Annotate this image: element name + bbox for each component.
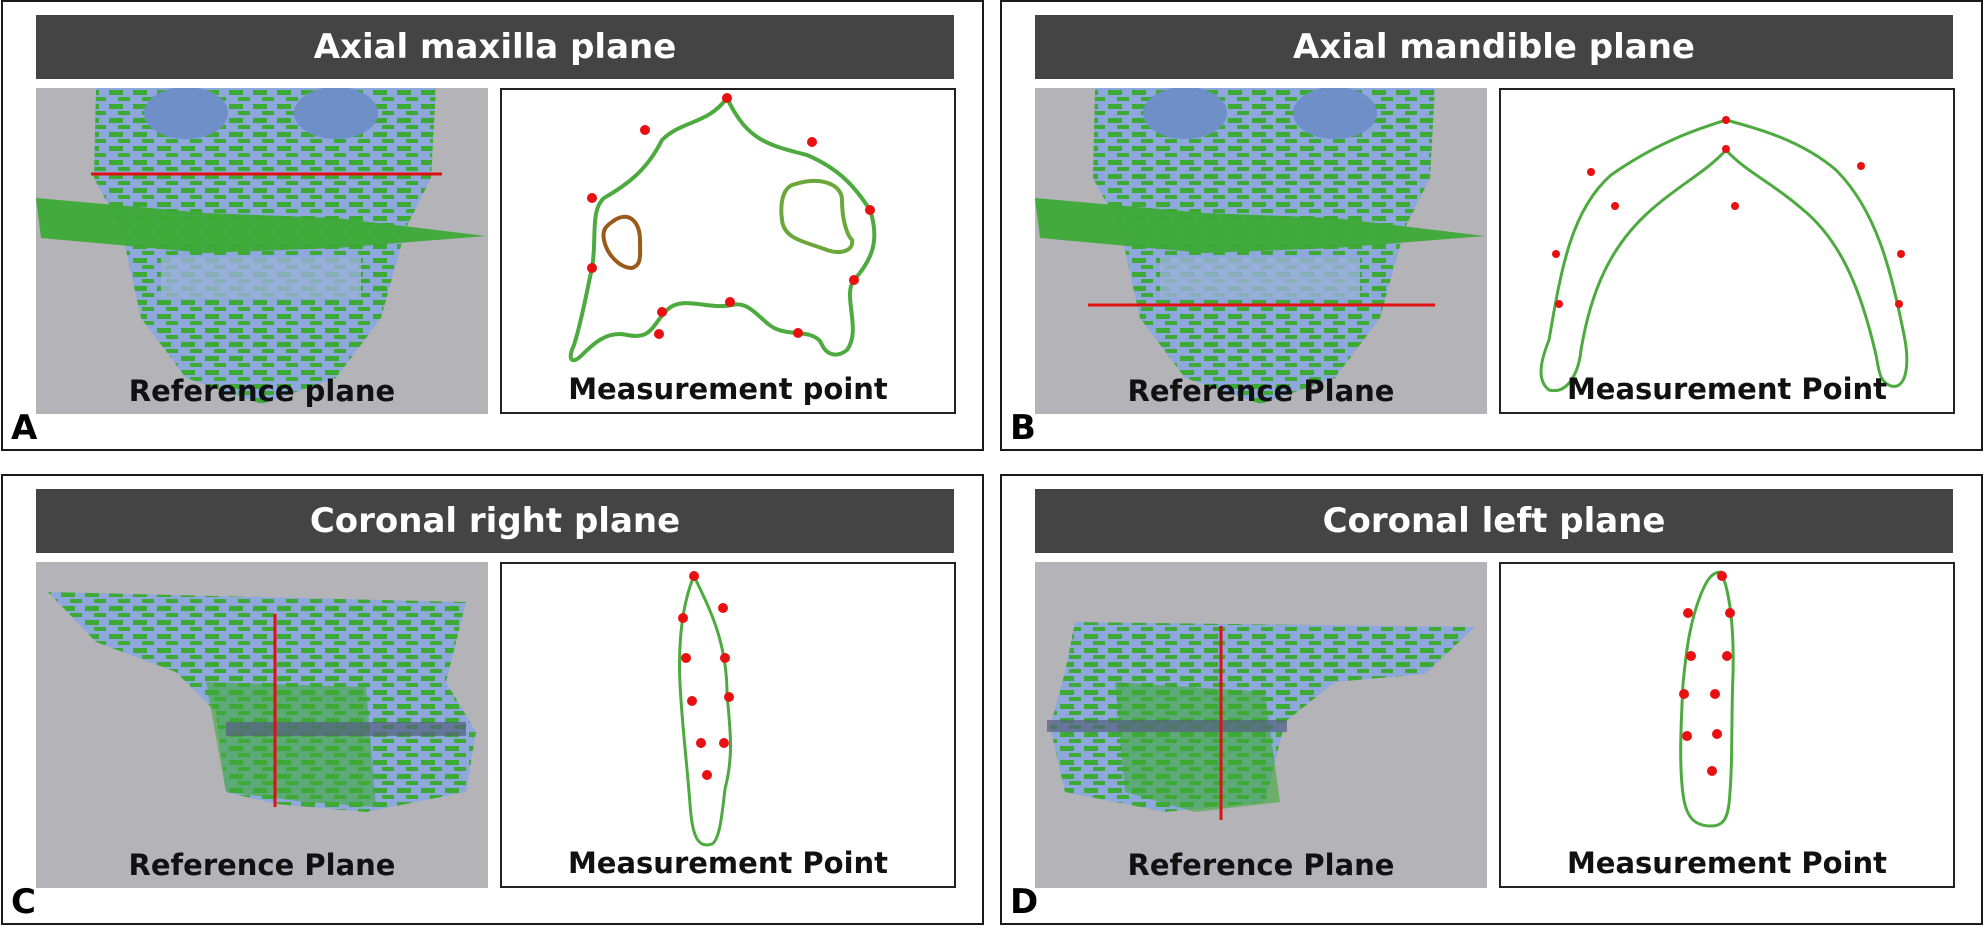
panel-title: Axial mandible plane [1035,15,1953,79]
coronal-left-contour [1679,570,1735,828]
measurement-caption: Measurement Point [1566,846,1888,880]
reference-plane-image: Reference plane [36,88,488,414]
measurement-point-image: Measurement Point [1499,88,1955,414]
maxilla-contour [568,93,877,363]
mandible-contour [1539,116,1909,393]
reference-plane-image: Reference Plane [36,562,488,888]
panel-axial-maxilla: Axial maxilla plane Reference plane [1,0,984,451]
panel-title: Coronal right plane [36,489,954,553]
measurement-caption: Measurement Point [1566,372,1888,406]
panel-axial-mandible: Axial mandible plane Reference Plane [1000,0,1983,451]
reference-caption: Reference Plane [1127,848,1395,882]
panel-letter: A [11,408,38,448]
panel-title: Axial maxilla plane [36,15,954,79]
measurement-point-image: Measurement Point [1499,562,1955,888]
panel-title: Coronal left plane [1035,489,1953,553]
skull-frontal-render [36,88,486,404]
measurement-point-image: Measurement Point [500,562,956,888]
measurement-point-image: Measurement point [500,88,956,414]
panel-letter: C [11,882,36,922]
reference-caption: Reference Plane [128,848,396,882]
reference-caption: Reference Plane [1127,374,1395,408]
reference-caption: Reference plane [128,374,396,408]
panel-letter: D [1010,882,1039,922]
panel-coronal-left: Coronal left plane Reference Plane [1000,474,1983,925]
skull-frontal-render [1035,88,1485,404]
reference-plane-image: Reference Plane [1035,88,1487,414]
measurement-caption: Measurement Point [567,846,889,880]
panel-letter: B [1010,408,1036,448]
skull-lateral-render [48,592,476,812]
reference-plane-image: Reference Plane [1035,562,1487,888]
panel-coronal-right: Coronal right plane Reference Plane [1,474,984,925]
measurement-caption: Measurement point [568,372,888,406]
coronal-right-contour [678,571,734,847]
skull-lateral-render [1047,622,1475,820]
